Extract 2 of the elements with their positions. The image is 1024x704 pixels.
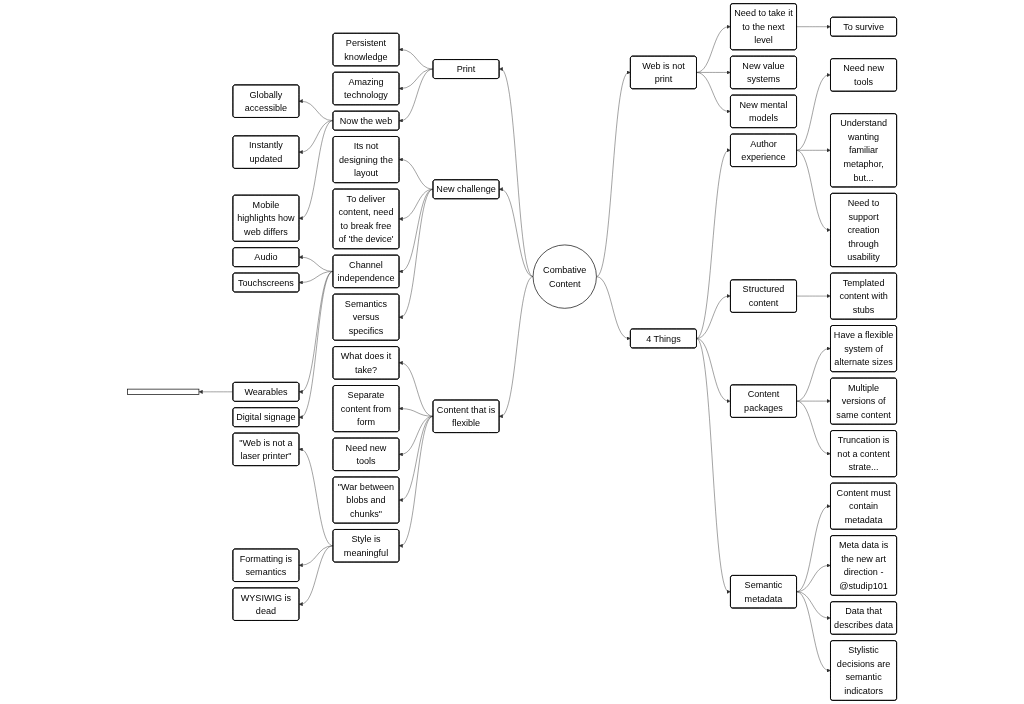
- node-box: [127, 388, 200, 395]
- node-circle: Combative Content: [532, 244, 597, 309]
